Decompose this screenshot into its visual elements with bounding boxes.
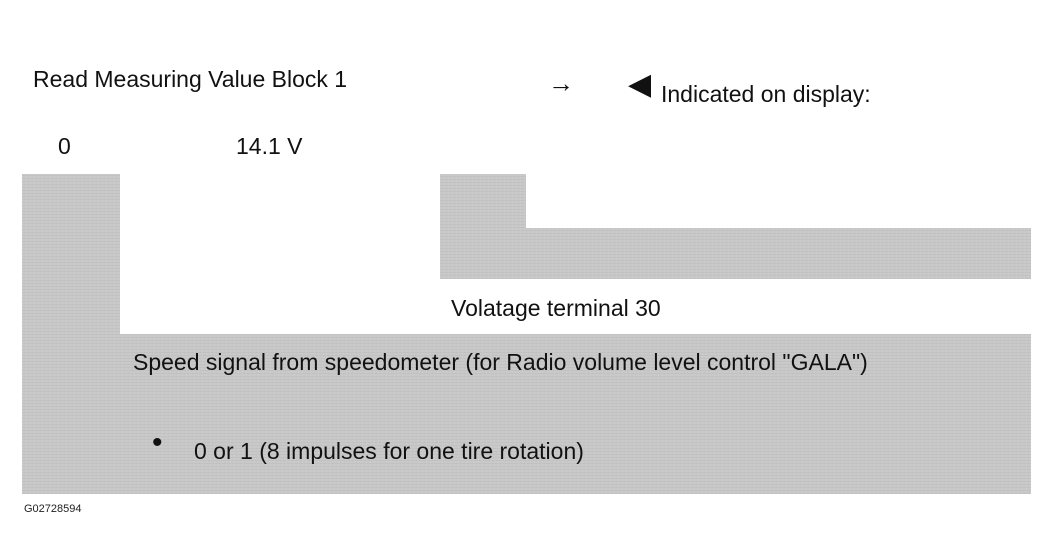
callout-field2-bar [440,228,1031,279]
display-field-1: 0 [58,133,71,159]
figure-id: G02728594 [24,503,82,515]
display-field-2: 14.1 V [236,133,303,159]
impulses-label: 0 or 1 (8 impulses for one tire rotation… [194,438,584,464]
speed-signal-label: Speed signal from speedometer (for Radio… [133,349,868,375]
block-title: Read Measuring Value Block 1 [33,66,348,92]
pointer-triangle-icon: ◀ [628,68,652,101]
right-arrow-icon: → [548,68,574,98]
callout-field1-band [22,334,1031,494]
bullet-icon: • [152,426,163,459]
indicated-on-display-label: Indicated on display: [661,81,871,107]
voltage-terminal-label: Volatage terminal 30 [451,295,661,321]
